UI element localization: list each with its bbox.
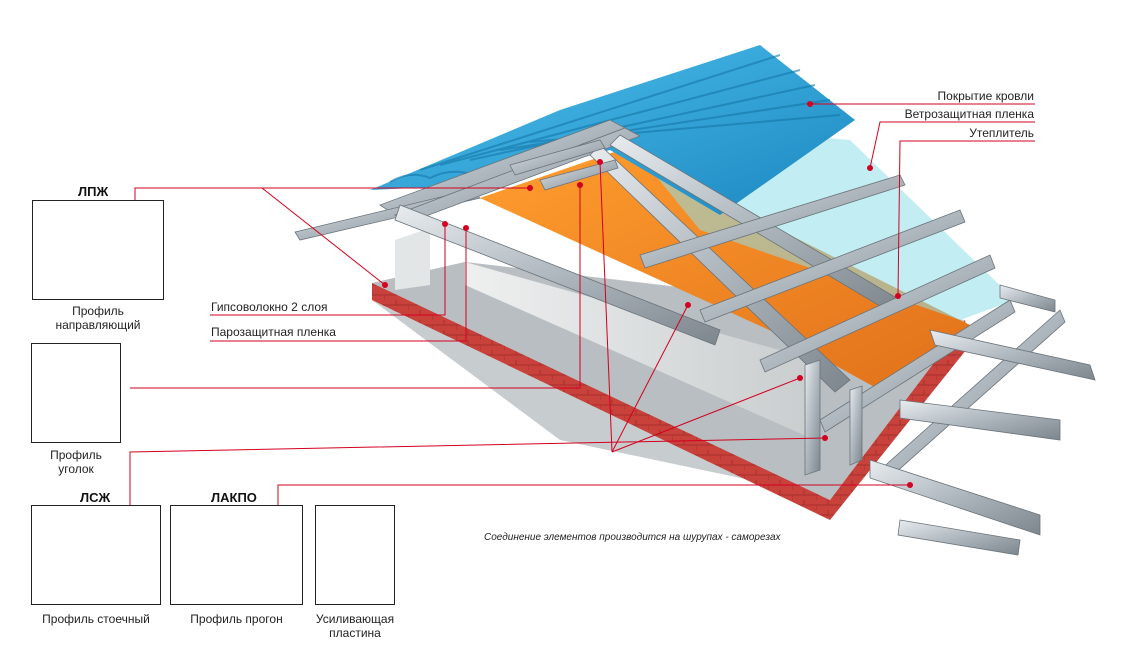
box-lpzh (32, 200, 164, 300)
leader-lines (129, 103, 1035, 505)
assembly-note: Соединение элементов производится на шур… (484, 532, 781, 543)
box-lakpo (170, 505, 303, 605)
box-lszh (31, 505, 161, 605)
caption-lakpo: Профиль прогон (190, 612, 283, 626)
caption-lpzh-2: направляющий (55, 318, 141, 332)
label-vapor-film: Парозащитная пленка (211, 325, 336, 339)
box-angle (31, 343, 121, 443)
caption-angle-2: уголок (58, 462, 94, 476)
label-wind-film: Ветрозащитная пленка (904, 107, 1034, 121)
caption-angle-1: Профиль (50, 448, 102, 462)
code-lszh: ЛСЖ (80, 490, 111, 505)
caption-lpzh-1: Профиль (72, 304, 124, 318)
caption-plate-1: Усиливающая (315, 612, 395, 626)
steel-frame (294, 119, 1096, 556)
label-insulation: Утеплитель (969, 126, 1034, 140)
gypsum-wall (395, 228, 815, 440)
box-plate (315, 505, 395, 605)
leader-dots (382, 101, 913, 488)
label-gypsum: Гипсоволокно 2 слоя (211, 300, 328, 314)
code-lakpo: ЛАКПО (211, 490, 257, 505)
caption-lszh: Профиль стоечный (42, 612, 150, 626)
code-lpzh: ЛПЖ (78, 184, 109, 199)
caption-plate-2: пластина (329, 626, 381, 640)
label-roof-covering: Покрытие кровли (937, 89, 1034, 103)
